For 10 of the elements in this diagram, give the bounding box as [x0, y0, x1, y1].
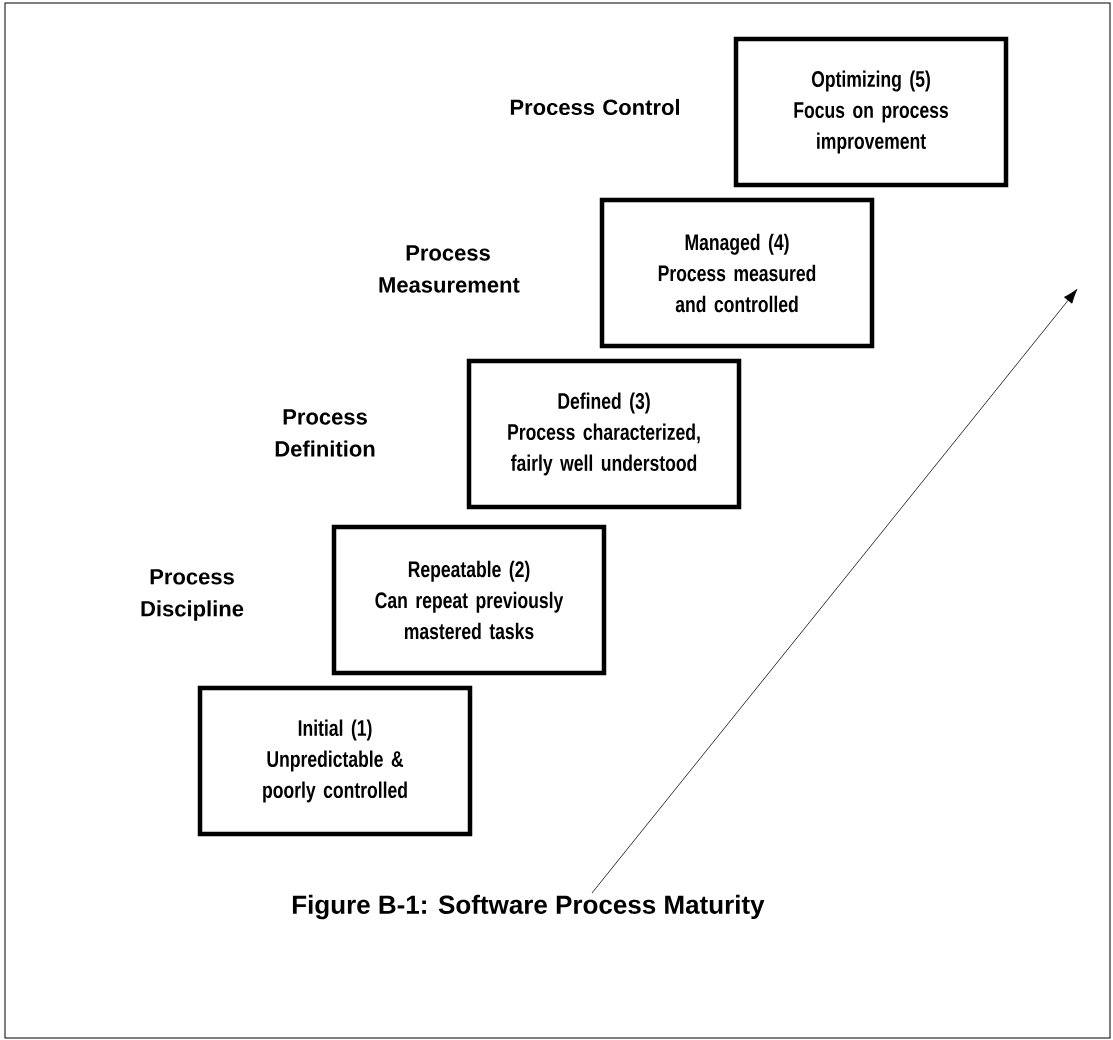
- figure-caption: Figure B-1: Software Process Maturity: [292, 894, 765, 920]
- level-box: Optimizing (5) Focus on process improvement: [733, 36, 1009, 188]
- level-label: Process Definition: [275, 409, 375, 457]
- level-box: Repeatable (2) Can repeat previously mastered tasks: [331, 524, 607, 676]
- level-label: Process Measurement: [379, 245, 520, 293]
- level-box: Defined (3) Process characterized, fairly well understood: [466, 358, 742, 510]
- level-label: Process Discipline: [141, 569, 244, 621]
- level-box: Initial (1) Unpredictable & poorly controlled: [197, 685, 473, 837]
- level-box: Managed (4) Process measured and controlled: [599, 197, 875, 349]
- level-label: Process Control: [510, 98, 679, 116]
